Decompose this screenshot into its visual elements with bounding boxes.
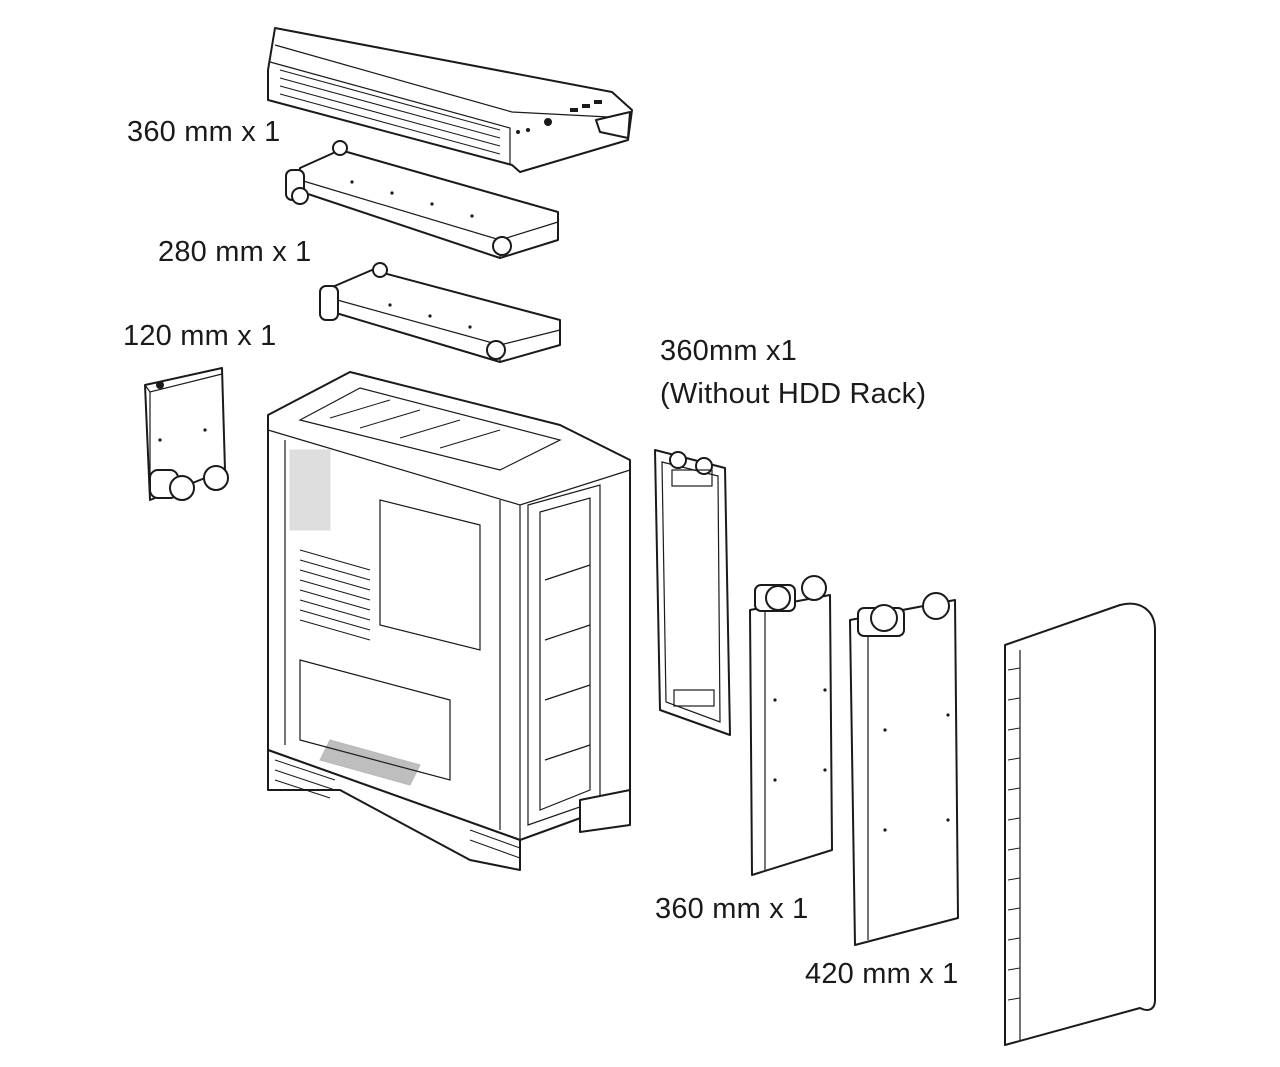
- top-cover-label: 360 mm x 1: [127, 116, 281, 148]
- rear-radiator-120: [144, 367, 229, 501]
- side-radiator-360: [749, 575, 833, 876]
- side-radiator-360-label: 360 mm x 1: [655, 893, 809, 925]
- rear-radiator-label: 120 mm x 1: [123, 320, 277, 352]
- top-radiator-label: 280 mm x 1: [158, 236, 312, 268]
- case-chassis: [267, 371, 631, 871]
- side-mesh-panel: [1004, 602, 1156, 1046]
- front-radiator-label-line2: (Without HDD Rack): [660, 378, 927, 410]
- top-radiator-360: [285, 140, 559, 259]
- top-cover-panel: [267, 27, 633, 173]
- pci-slots: [299, 549, 371, 641]
- side-radiator-420: [849, 592, 959, 946]
- top-radiator-280: [319, 262, 561, 363]
- front-radiator-label-line1: 360mm x1: [660, 335, 797, 367]
- front-radiator-360: [654, 449, 731, 736]
- side-radiator-420-label: 420 mm x 1: [805, 958, 959, 990]
